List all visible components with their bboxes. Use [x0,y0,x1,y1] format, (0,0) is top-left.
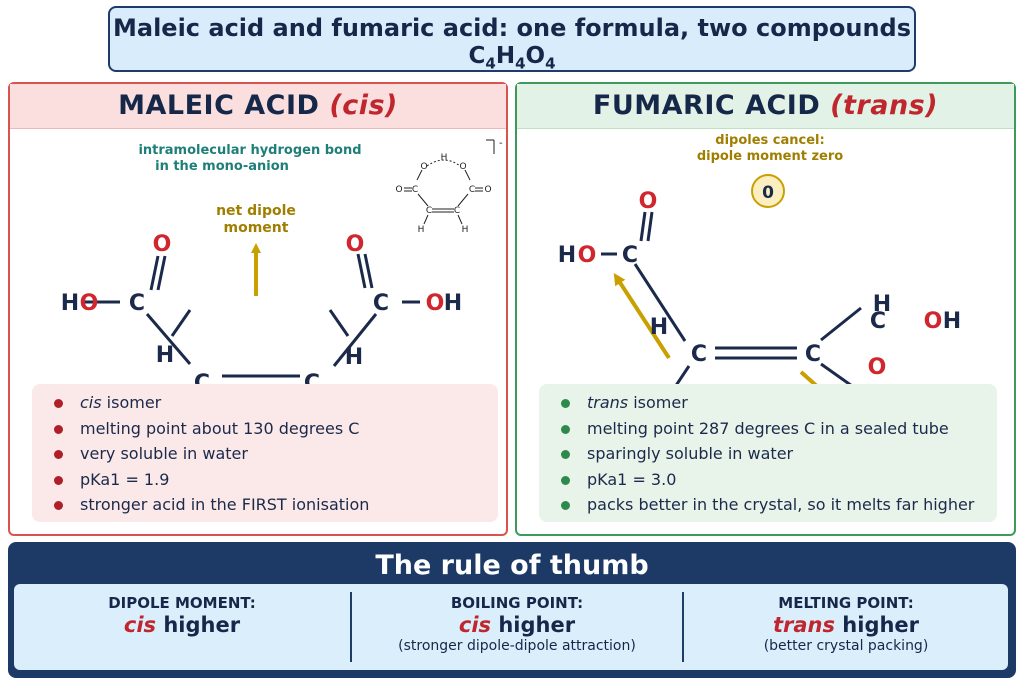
maleic-ho-o: O [80,291,99,316]
hbond-annotation-line2: in the mono-anion [155,159,289,174]
fumaric-oh-o: O [924,309,943,334]
title-banner: Maleic acid and fumaric acid: one formul… [108,6,916,73]
maleic-hydrogen-1: H [156,343,174,368]
rule-divider-1 [350,592,352,662]
rule-boiling-column: BOILING POINT: cis higher (stronger dipo… [352,584,682,670]
bullet-dot [561,450,570,459]
fumaric-oh-h: H [943,309,961,334]
hbond-annotation-line1: intramolecular hydrogen bond [138,143,361,158]
maleic-bonds [84,253,420,378]
fumaric-carbon-3: C [805,342,821,367]
fumaric-ho-h: H [558,243,576,268]
net-dipole-label-line2: moment [224,220,289,236]
bullet-dot [54,424,63,434]
rule-boiling-label: BOILING POINT: [450,594,584,612]
rule-melting-label: MELTING POINT: [778,594,914,612]
maleic-carbon-1: C [129,291,145,316]
dipole-zero-value: 0 [762,183,774,203]
rule-melting-column: MELTING POINT: trans higher (better crys… [684,584,1008,670]
fumaric-hydrogen-1: H [650,315,668,340]
dipoles-cancel-line1: dipoles cancel: [715,133,824,148]
rule-melting-value: trans higher [772,613,920,637]
sketch-carbon-4: C [454,206,460,216]
fumaric-carbonyl-o-2: O [868,355,887,380]
dipole-arrow-left [613,272,671,360]
fumaric-fact-solubility: sparingly soluble in water [539,441,997,467]
sketch-carbon-1: C [412,185,418,195]
bullet-dot [54,450,63,459]
dipole-zero-badge [751,174,785,208]
bullet-dot [561,501,570,510]
fumaric-fact-melting: melting point 287 degrees C in a sealed … [539,416,997,442]
rule-boiling-note: (stronger dipole-dipole attraction) [398,638,636,654]
molecular-formula: C4H4O4 [468,43,556,73]
fumaric-fact-packing: packs better in the crystal, so it melts… [539,492,997,518]
bullet-dot [54,399,63,408]
sketch-oxygen-1: O [420,162,427,172]
maleic-acid-panel: MALEIC ACID (cis) intramolecular hydroge… [8,82,508,536]
fumaric-carbon-2: C [691,342,707,367]
fumaric-carbon-4: C [870,309,886,334]
fumaric-lower-atoms: H C O H O [650,309,961,380]
maleic-carbon-2: C [194,371,210,384]
fumaric-heading: FUMARIC ACID (trans) [517,84,1014,129]
sketch-carbon-2: C [469,185,475,195]
fumaric-ho-o: O [578,243,597,268]
maleic-oh-h: H [444,291,462,316]
bullet-dot [54,475,63,485]
rule-dipole-value: cis higher [123,613,241,637]
maleic-fact-pka: pKa1 = 1.9 [32,467,498,493]
bullet-dot [561,424,570,434]
maleic-hydrogen-2: H [345,345,363,370]
maleic-fact-solubility: very soluble in water [32,441,498,467]
rule-columns: DIPOLE MOMENT: cis higher BOILING POINT:… [14,584,1008,670]
maleic-heading: MALEIC ACID (cis) [10,84,506,129]
maleic-carbon-3: C [304,371,320,384]
maleic-facts-list: cis isomer melting point about 130 degre… [32,384,498,522]
maleic-ho-h: H [61,291,79,316]
page-title: Maleic acid and fumaric acid: one formul… [112,14,912,42]
rule-melting-note: (better crystal packing) [763,638,929,654]
fumaric-fact-pka: pKa1 = 3.0 [539,467,997,493]
sketch-oxygen-2: O [459,162,466,172]
dipoles-cancel-line2: dipole moment zero [697,149,843,164]
maleic-carbonyl-o-2: O [346,232,365,257]
sketch-carbon-3: C [426,206,432,216]
anion-charge: - [499,138,503,149]
sketch-hydrogen-2: H [462,225,469,235]
fumaric-facts-list: trans isomer melting point 287 degrees C… [539,384,997,522]
fumaric-structure-diagram: dipoles cancel: dipole moment zero 0 H O… [558,133,912,428]
bullet-dot [54,501,63,510]
maleic-fact-melting: melting point about 130 degrees C [32,416,498,442]
rule-of-thumb-panel: The rule of thumb DIPOLE MOMENT: cis hig… [8,542,1016,678]
rule-title: The rule of thumb [375,550,649,581]
maleic-carbonyl-o-1: O [153,232,172,257]
bullet-dot [561,475,570,485]
maleic-carbon-4: C [373,291,389,316]
sketch-oxygen-4: O [484,185,491,195]
maleic-oh-o: O [426,291,445,316]
maleic-lower-atoms: H H [156,309,363,370]
fumaric-carbonyl-o-1: O [639,189,658,214]
fumaric-acid-panel: FUMARIC ACID (trans) dipoles cancel: dip… [515,82,1016,536]
sketch-hydrogen-bridge: H [441,153,448,163]
fumaric-hydrogen-2: H [873,292,891,317]
maleic-structure-diagram: intramolecular hydrogen bond in the mono… [61,138,503,384]
maleic-fact-isomer: cis isomer [32,390,498,416]
rule-divider-2 [682,592,684,662]
rule-dipole-column: DIPOLE MOMENT: cis higher [14,584,350,670]
net-dipole-label-line1: net dipole [216,203,296,219]
sketch-hydrogen-1: H [418,225,425,235]
fumaric-carbon-1: C [622,243,638,268]
rule-dipole-label: DIPOLE MOMENT: [108,594,256,612]
bullet-dot [561,399,570,408]
mono-anion-sketch [404,139,495,225]
fumaric-fact-isomer: trans isomer [539,390,997,416]
maleic-fact-acidity: stronger acid in the FIRST ionisation [32,492,498,518]
rule-boiling-value: cis higher [458,613,576,637]
sketch-oxygen-3: O [395,185,402,195]
